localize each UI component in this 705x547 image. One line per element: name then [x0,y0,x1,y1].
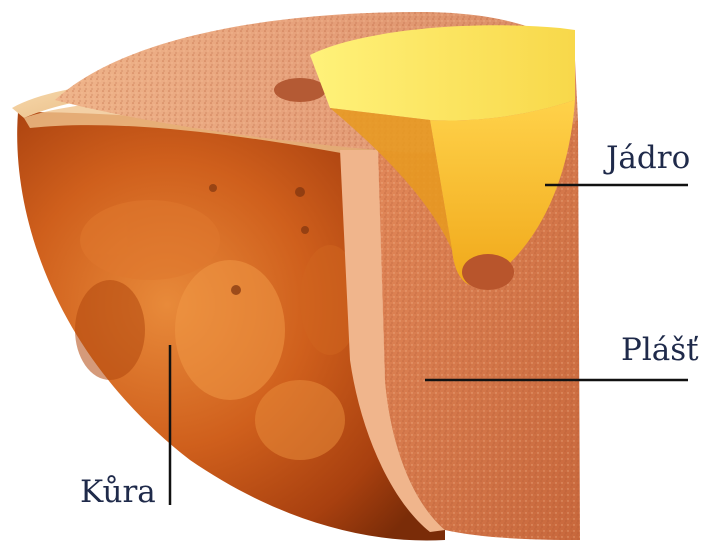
crust-label: Kůra [80,474,156,510]
core-hole [462,254,514,290]
mantle-label: Plášť [621,332,699,368]
mantle-top-hole [274,78,326,102]
core-label: Jádro [603,140,690,176]
